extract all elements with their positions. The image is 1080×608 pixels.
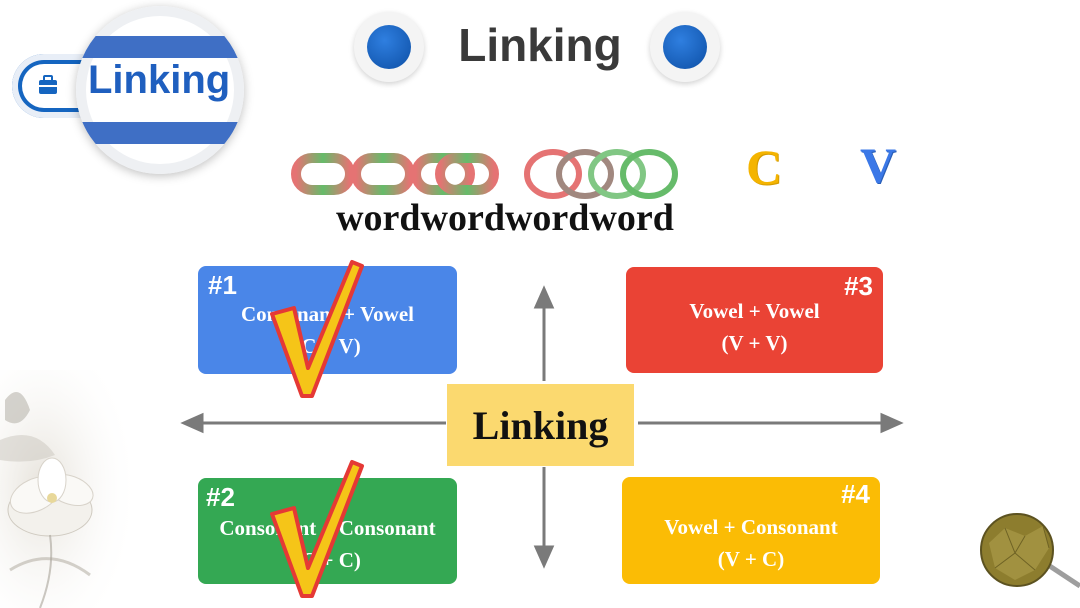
word-row: wordwordwordword [336, 197, 674, 239]
quadrant-4: #4 Vowel + Consonant (V + C) [622, 477, 880, 584]
quadrant-4-line1: Vowel + Consonant [664, 515, 838, 539]
axis-arrows [180, 285, 904, 569]
badge-label: Linking [88, 58, 231, 102]
chain-links-illustration [291, 149, 678, 199]
badge-circle [76, 6, 244, 174]
quadrant-3: #3 Vowel + Vowel (V + V) [626, 267, 883, 373]
globe-decoration [980, 513, 1080, 589]
quadrant-2-number: #2 [206, 482, 235, 512]
center-linking-box: Linking [447, 384, 634, 466]
title-dot-left [354, 12, 424, 82]
quadrant-3-line1: Vowel + Vowel [689, 299, 820, 323]
quadrant-4-number: #4 [841, 479, 870, 509]
quadrant-4-line2: (V + C) [717, 547, 785, 571]
letter-v: V [860, 137, 897, 193]
page-title: Linking [458, 19, 622, 71]
quadrant-3-line2: (V + V) [721, 331, 788, 355]
checkmark-icon-quadrant-2 [270, 460, 364, 598]
lotus-decoration [0, 370, 140, 608]
briefcase-icon [39, 75, 57, 94]
title-dot-right [650, 12, 720, 82]
letter-c: C [746, 139, 783, 195]
quadrant-1-number: #1 [208, 270, 237, 300]
checkmark-icon-quadrant-1 [270, 260, 364, 398]
quadrant-3-number: #3 [844, 271, 873, 301]
